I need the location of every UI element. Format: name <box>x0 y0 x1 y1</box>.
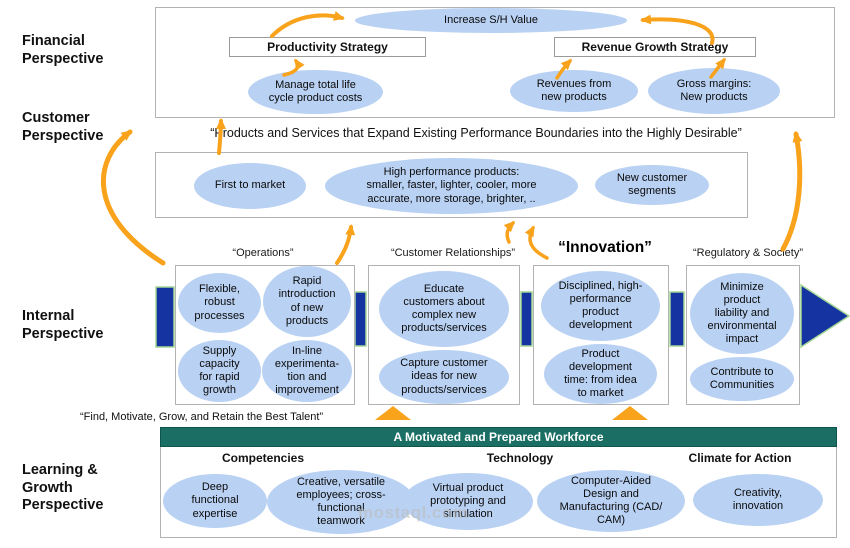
band-gap-segment <box>354 291 367 347</box>
rapid-introduction-bubble: Rapid introduction of new products <box>263 266 351 337</box>
high-performance-products-bubble: High performance products: smaller, fast… <box>325 158 578 214</box>
arrow-workforce-to-customer-relationships-icon <box>375 406 411 420</box>
watermark-text: mostaql.com <box>358 503 469 522</box>
cad-cam-bubble: Computer-Aided Design and Manufacturing … <box>537 470 685 532</box>
manage-costs-bubble: Manage total life cycle product costs <box>248 70 383 114</box>
band-start-segment <box>155 286 175 348</box>
talent-quote: “Find, Motivate, Grow, and Retain the Be… <box>80 411 324 423</box>
technology-header: Technology <box>486 451 554 465</box>
creativity-innovation-bubble: Creativity, innovation <box>693 474 823 526</box>
motivated-workforce-bar: A Motivated and Prepared Workforce <box>160 427 837 447</box>
revenues-new-products-bubble: Revenues from new products <box>510 70 638 112</box>
arrow-customer-relationships-to-highperf <box>503 220 516 244</box>
arrow-operations-to-customer <box>335 224 356 265</box>
band-arrowhead-icon <box>800 283 850 349</box>
inline-experimentation-bubble: In-line experimenta- tion and improvemen… <box>262 340 352 402</box>
product-development-time-bubble: Product development time: from idea to m… <box>544 344 657 404</box>
learning-perspective-label: Learning & Growth Perspective <box>22 462 104 514</box>
band-gap-segment <box>669 291 685 347</box>
gross-margins-bubble: Gross margins: New products <box>648 68 780 114</box>
virtual-prototyping-bubble: Virtual product prototyping and simulati… <box>403 473 533 530</box>
productivity-strategy-box: Productivity Strategy <box>229 37 426 57</box>
increase-shareholder-value-bubble: Increase S/H Value <box>355 8 627 33</box>
capture-customer-ideas-bubble: Capture customer ideas for new products/… <box>379 350 509 404</box>
customer-value-proposition-quote: “Products and Services that Expand Exist… <box>210 126 742 140</box>
arrow-regulatory-to-financial <box>780 131 803 252</box>
revenue-growth-strategy-box: Revenue Growth Strategy <box>554 37 756 57</box>
customer-perspective-label: Customer Perspective <box>22 110 104 144</box>
creative-employees-bubble: Creative, versatile employees; cross- fu… <box>267 470 415 534</box>
band-gap-segment <box>520 291 533 347</box>
climate-for-action-header: Climate for Action <box>688 451 792 465</box>
deep-expertise-bubble: Deep functional expertise <box>163 474 267 528</box>
internal-perspective-label: Internal Perspective <box>22 308 104 342</box>
flexible-processes-bubble: Flexible, robust processes <box>178 273 261 333</box>
educate-customers-bubble: Educate customers about complex new prod… <box>379 271 509 347</box>
supply-capacity-bubble: Supply capacity for rapid growth <box>178 340 261 402</box>
arrow-workforce-to-innovation-icon <box>612 406 648 420</box>
disciplined-development-bubble: Disciplined, high- performance product d… <box>541 271 660 341</box>
new-customer-segments-bubble: New customer segments <box>595 165 709 205</box>
theme-customer-relationships-label: “Customer Relationships” <box>390 247 516 259</box>
first-to-market-bubble: First to market <box>194 163 306 209</box>
theme-innovation-label: “Innovation” <box>558 239 652 256</box>
theme-regulatory-society-label: “Regulatory & Society” <box>692 247 804 259</box>
minimize-liability-bubble: Minimize product liability and environme… <box>690 273 794 354</box>
financial-perspective-label: Financial Perspective <box>22 33 104 67</box>
contribute-communities-bubble: Contribute to Communities <box>690 357 794 401</box>
competencies-header: Competencies <box>221 451 305 465</box>
theme-operations-label: “Operations” <box>232 247 294 259</box>
